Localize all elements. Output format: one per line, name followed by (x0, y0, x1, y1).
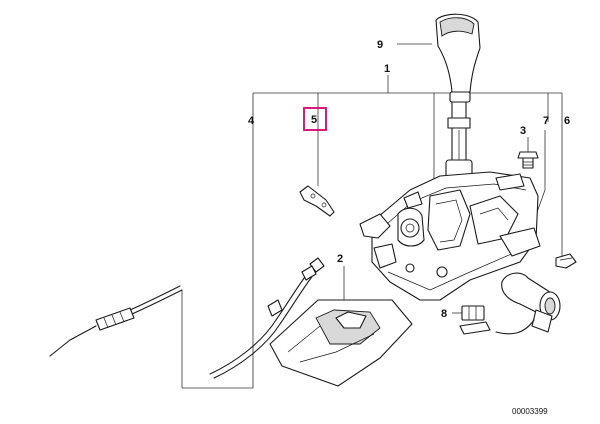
connector-part[interactable] (461, 305, 485, 321)
label-part-1[interactable]: 1 (384, 63, 390, 75)
screw-part[interactable] (517, 151, 539, 169)
selector-cable-part[interactable] (49, 257, 325, 379)
shift-lock-solenoid-part[interactable] (459, 272, 561, 335)
shift-tray-part[interactable] (269, 299, 413, 387)
label-part-3[interactable]: 3 (520, 125, 526, 137)
label-part-6[interactable]: 6 (564, 115, 570, 127)
clip-part[interactable] (555, 253, 577, 269)
label-part-7[interactable]: 7 (543, 115, 549, 127)
label-part-9[interactable]: 9 (377, 39, 383, 51)
label-part-5[interactable]: 5 (311, 114, 317, 126)
label-part-8[interactable]: 8 (441, 308, 447, 320)
label-part-4[interactable]: 4 (248, 115, 255, 127)
detent-lever-part[interactable] (299, 185, 335, 217)
gear-knob-part[interactable] (435, 13, 481, 103)
part-5-highlight-box (303, 107, 327, 131)
assembly-bracket-lines (181, 43, 563, 389)
drawing-number: 00003399 (512, 407, 548, 416)
label-part-2[interactable]: 2 (337, 253, 343, 265)
shifter-housing[interactable] (359, 171, 541, 301)
